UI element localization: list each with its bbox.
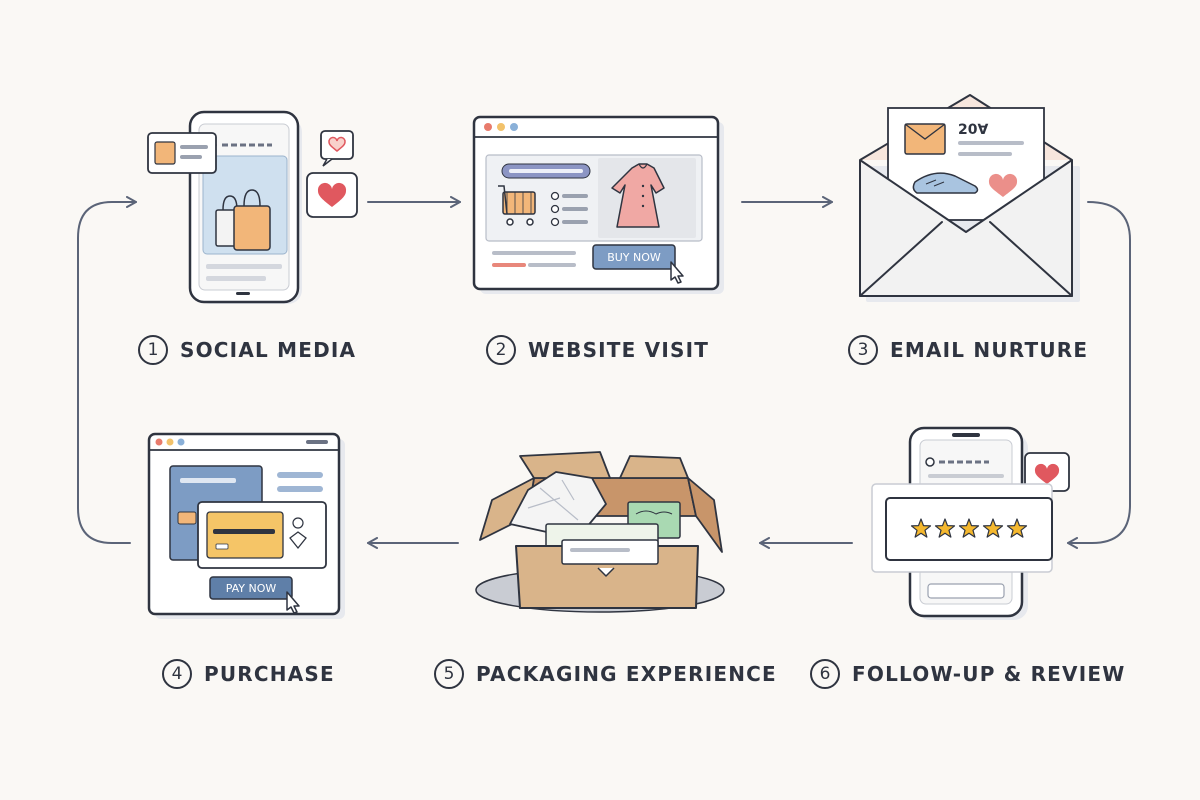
step-4-title: PURCHASE [204, 662, 335, 686]
arrow-3-to-6 [1067, 201, 1131, 549]
email-nurture-illustration: 20∀ [859, 94, 1080, 302]
step-3-label: 3 EMAIL NURTURE [848, 330, 1088, 370]
box-flap-far-right [687, 477, 723, 553]
follow-up-review-illustration [871, 426, 1070, 620]
website-visit-illustration: BUY NOW [472, 115, 724, 294]
purchase-illustration: PAY NOW [147, 432, 345, 619]
heart-icon [317, 182, 347, 207]
heart-icon-review [1034, 463, 1060, 484]
step-5-number: 5 [434, 659, 464, 689]
rating-stars [910, 518, 1028, 538]
packaging-experience-illustration [475, 451, 725, 613]
social-media-illustration [147, 110, 358, 304]
step-2-title: WEBSITE VISIT [528, 338, 710, 362]
window-min-dot [497, 123, 505, 131]
flow-arrows [77, 196, 1131, 549]
shopping-bag-orange-icon [233, 205, 271, 251]
star-icon [982, 518, 1004, 538]
pay-now-button [209, 576, 293, 600]
step-4-number: 4 [162, 659, 192, 689]
step-5-label: 5 PACKAGING EXPERIENCE [434, 654, 777, 694]
buy-now-button [592, 244, 676, 270]
credit-card [206, 511, 284, 559]
heart-icon-email [988, 173, 1018, 197]
pay-now-label: PAY NOW [226, 582, 277, 595]
step-5-title: PACKAGING EXPERIENCE [476, 662, 777, 686]
step-1-label: 1 SOCIAL MEDIA [138, 330, 356, 370]
step-3-title: EMAIL NURTURE [890, 338, 1089, 362]
star-icon [934, 518, 956, 538]
window-close-dot [484, 123, 492, 131]
buy-now-label: BUY NOW [607, 251, 661, 264]
dress-icon [611, 163, 665, 228]
arrow-4-to-1 [77, 196, 137, 544]
box-flap-right [619, 455, 689, 479]
envelope-body [859, 159, 1073, 297]
shopping-cart-icon [498, 185, 536, 226]
speech-notch [597, 567, 615, 577]
heart-outline-icon [328, 136, 346, 152]
window-max-dot [510, 123, 518, 131]
step-1-title: SOCIAL MEDIA [180, 338, 357, 362]
step-3-number: 3 [848, 335, 878, 365]
step-6-label: 6 FOLLOW-UP & REVIEW [810, 654, 1125, 694]
step-6-title: FOLLOW-UP & REVIEW [852, 662, 1126, 686]
lock-icon [289, 531, 307, 550]
hand-cursor-icon [670, 261, 684, 284]
star-icon [1006, 518, 1028, 538]
star-icon [958, 518, 980, 538]
shoe-icon [912, 172, 979, 194]
step-2-label: 2 WEBSITE VISIT [486, 330, 709, 370]
step-1-number: 1 [138, 335, 168, 365]
email-header-text: 20∀ [958, 122, 988, 138]
star-icon [910, 518, 932, 538]
step-6-number: 6 [810, 659, 840, 689]
step-4-label: 4 PURCHASE [162, 654, 335, 694]
step-2-number: 2 [486, 335, 516, 365]
hand-cursor-icon-purchase [286, 591, 300, 614]
